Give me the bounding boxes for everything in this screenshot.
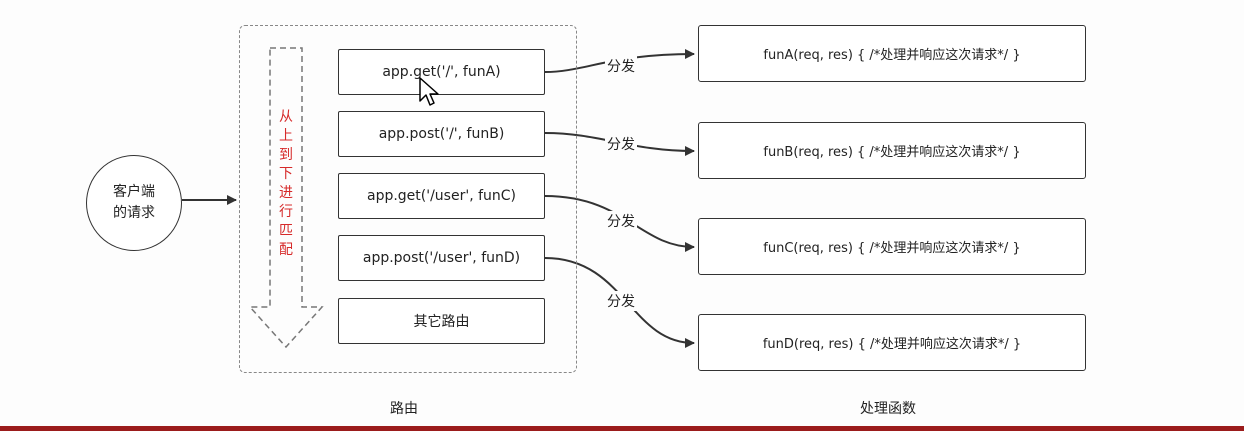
- dispatch-label-d: 分发: [605, 291, 637, 311]
- bottom-accent-bar: [0, 426, 1244, 431]
- handlers-caption: 处理函数: [860, 401, 916, 417]
- handler-funD: funD(req, res) { /*处理并响应这次请求*/ }: [698, 314, 1086, 371]
- client-label-line1: 客户端: [113, 184, 155, 200]
- handler-funB: funB(req, res) { /*处理并响应这次请求*/ }: [698, 122, 1086, 179]
- dispatch-label-a: 分发: [605, 56, 637, 76]
- route-post-root: app.post('/', funB): [338, 111, 545, 157]
- router-caption: 路由: [390, 401, 418, 417]
- matching-order-arrow-icon: [248, 47, 324, 349]
- matching-order-label: 从 上 到 下 进 行 匹 配: [279, 109, 293, 258]
- dispatch-label-c: 分发: [605, 211, 637, 231]
- client-request-node: 客户端 的请求: [86, 155, 182, 251]
- route-get-root: app.get('/', funA): [338, 49, 545, 95]
- dispatch-connector-a: [544, 49, 695, 73]
- handler-funA: funA(req, res) { /*处理并响应这次请求*/ }: [698, 25, 1086, 82]
- route-post-user: app.post('/user', funD): [338, 235, 545, 281]
- client-label-line2: 的请求: [113, 205, 155, 221]
- handler-funC: funC(req, res) { /*处理并响应这次请求*/ }: [698, 218, 1086, 275]
- router-group: [239, 25, 577, 373]
- mouse-pointer-icon: [419, 77, 439, 106]
- route-get-user: app.get('/user', funC): [338, 173, 545, 219]
- dispatch-label-b: 分发: [605, 134, 637, 154]
- route-other: 其它路由: [338, 298, 545, 344]
